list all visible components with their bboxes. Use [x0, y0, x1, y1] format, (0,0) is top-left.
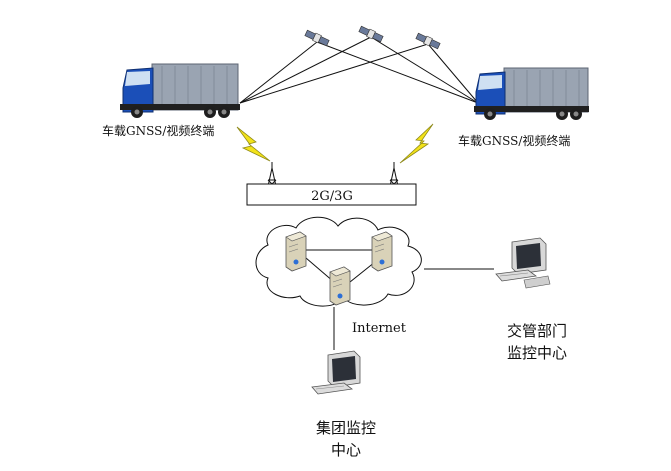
traffic-center-label-line2: 监控中心 — [507, 344, 567, 362]
satellite-links — [239, 36, 479, 104]
truck-icon — [474, 67, 589, 120]
computer-icon — [495, 237, 551, 289]
satellite-icon — [304, 29, 330, 47]
computer-icon — [311, 350, 361, 395]
internet-label: Internet — [352, 321, 407, 336]
mobile-network-label: 2G/3G — [311, 189, 353, 204]
server-icon — [371, 231, 393, 272]
satellite-icon — [415, 32, 441, 50]
satellite-icon — [358, 25, 384, 43]
group-center-label-line1: 集团监控 — [316, 419, 376, 437]
wireless-signal-icon — [236, 126, 271, 162]
group-center-label-line2: 中心 — [331, 441, 361, 459]
server-icon — [329, 266, 351, 306]
truck-left-label: 车载GNSS/视频终端 — [102, 123, 214, 138]
mobile-network-box — [246, 183, 417, 206]
wireless-signal-icon — [399, 123, 434, 164]
server-icon — [285, 231, 307, 272]
truck-icon — [120, 63, 240, 118]
traffic-center-label-line1: 交管部门 — [507, 322, 567, 340]
truck-right-label: 车载GNSS/视频终端 — [458, 133, 570, 148]
